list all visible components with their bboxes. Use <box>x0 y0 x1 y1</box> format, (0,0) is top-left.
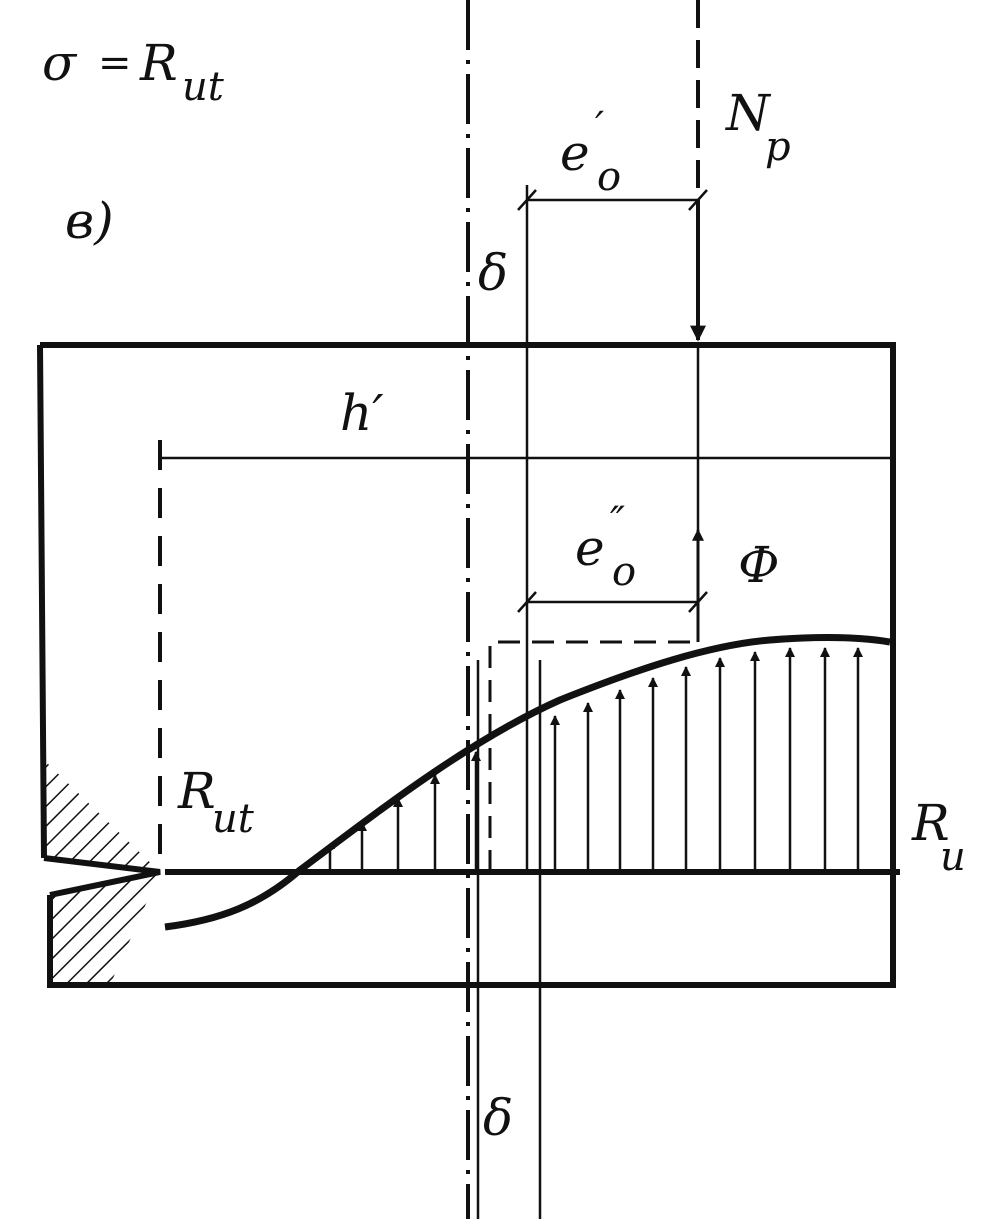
delta-top-label: δ <box>478 244 508 302</box>
condition-sigma: σ <box>42 34 78 92</box>
e0-dprime-mark: ″ <box>610 499 625 545</box>
delta-bottom-label: δ <box>483 1089 513 1147</box>
e0-prime-mark: ′ <box>595 104 604 150</box>
np-label: N <box>725 84 772 142</box>
crack-hatch-lower <box>50 872 160 985</box>
e0-prime-sub: o <box>597 154 621 200</box>
np-sub: p <box>765 124 791 170</box>
crack-hatch-upper <box>44 760 160 872</box>
crack-edges <box>43 855 161 898</box>
stress-curve <box>164 634 891 931</box>
e0-dprime-tick-left <box>517 591 537 613</box>
condition-equals: = <box>98 40 132 86</box>
condition-sub: ut <box>182 64 225 110</box>
e0-prime-tick-left <box>517 189 537 211</box>
rut-label: R <box>177 762 216 820</box>
ru-sub: u <box>940 834 966 880</box>
e0-prime-label: e <box>560 124 590 182</box>
h-prime-label: h′ <box>340 384 384 442</box>
subfigure-label: в) <box>65 192 114 250</box>
stress-arrows <box>195 647 863 872</box>
rut-sub: ut <box>212 796 255 842</box>
phi-label: Ф <box>738 536 780 594</box>
e0-dprime-sub: o <box>612 549 636 595</box>
condition-R: R <box>139 34 178 92</box>
ru-label: R <box>911 794 950 852</box>
equivalent-block-dashed <box>488 640 700 872</box>
e0-dprime-label: e <box>575 519 605 577</box>
